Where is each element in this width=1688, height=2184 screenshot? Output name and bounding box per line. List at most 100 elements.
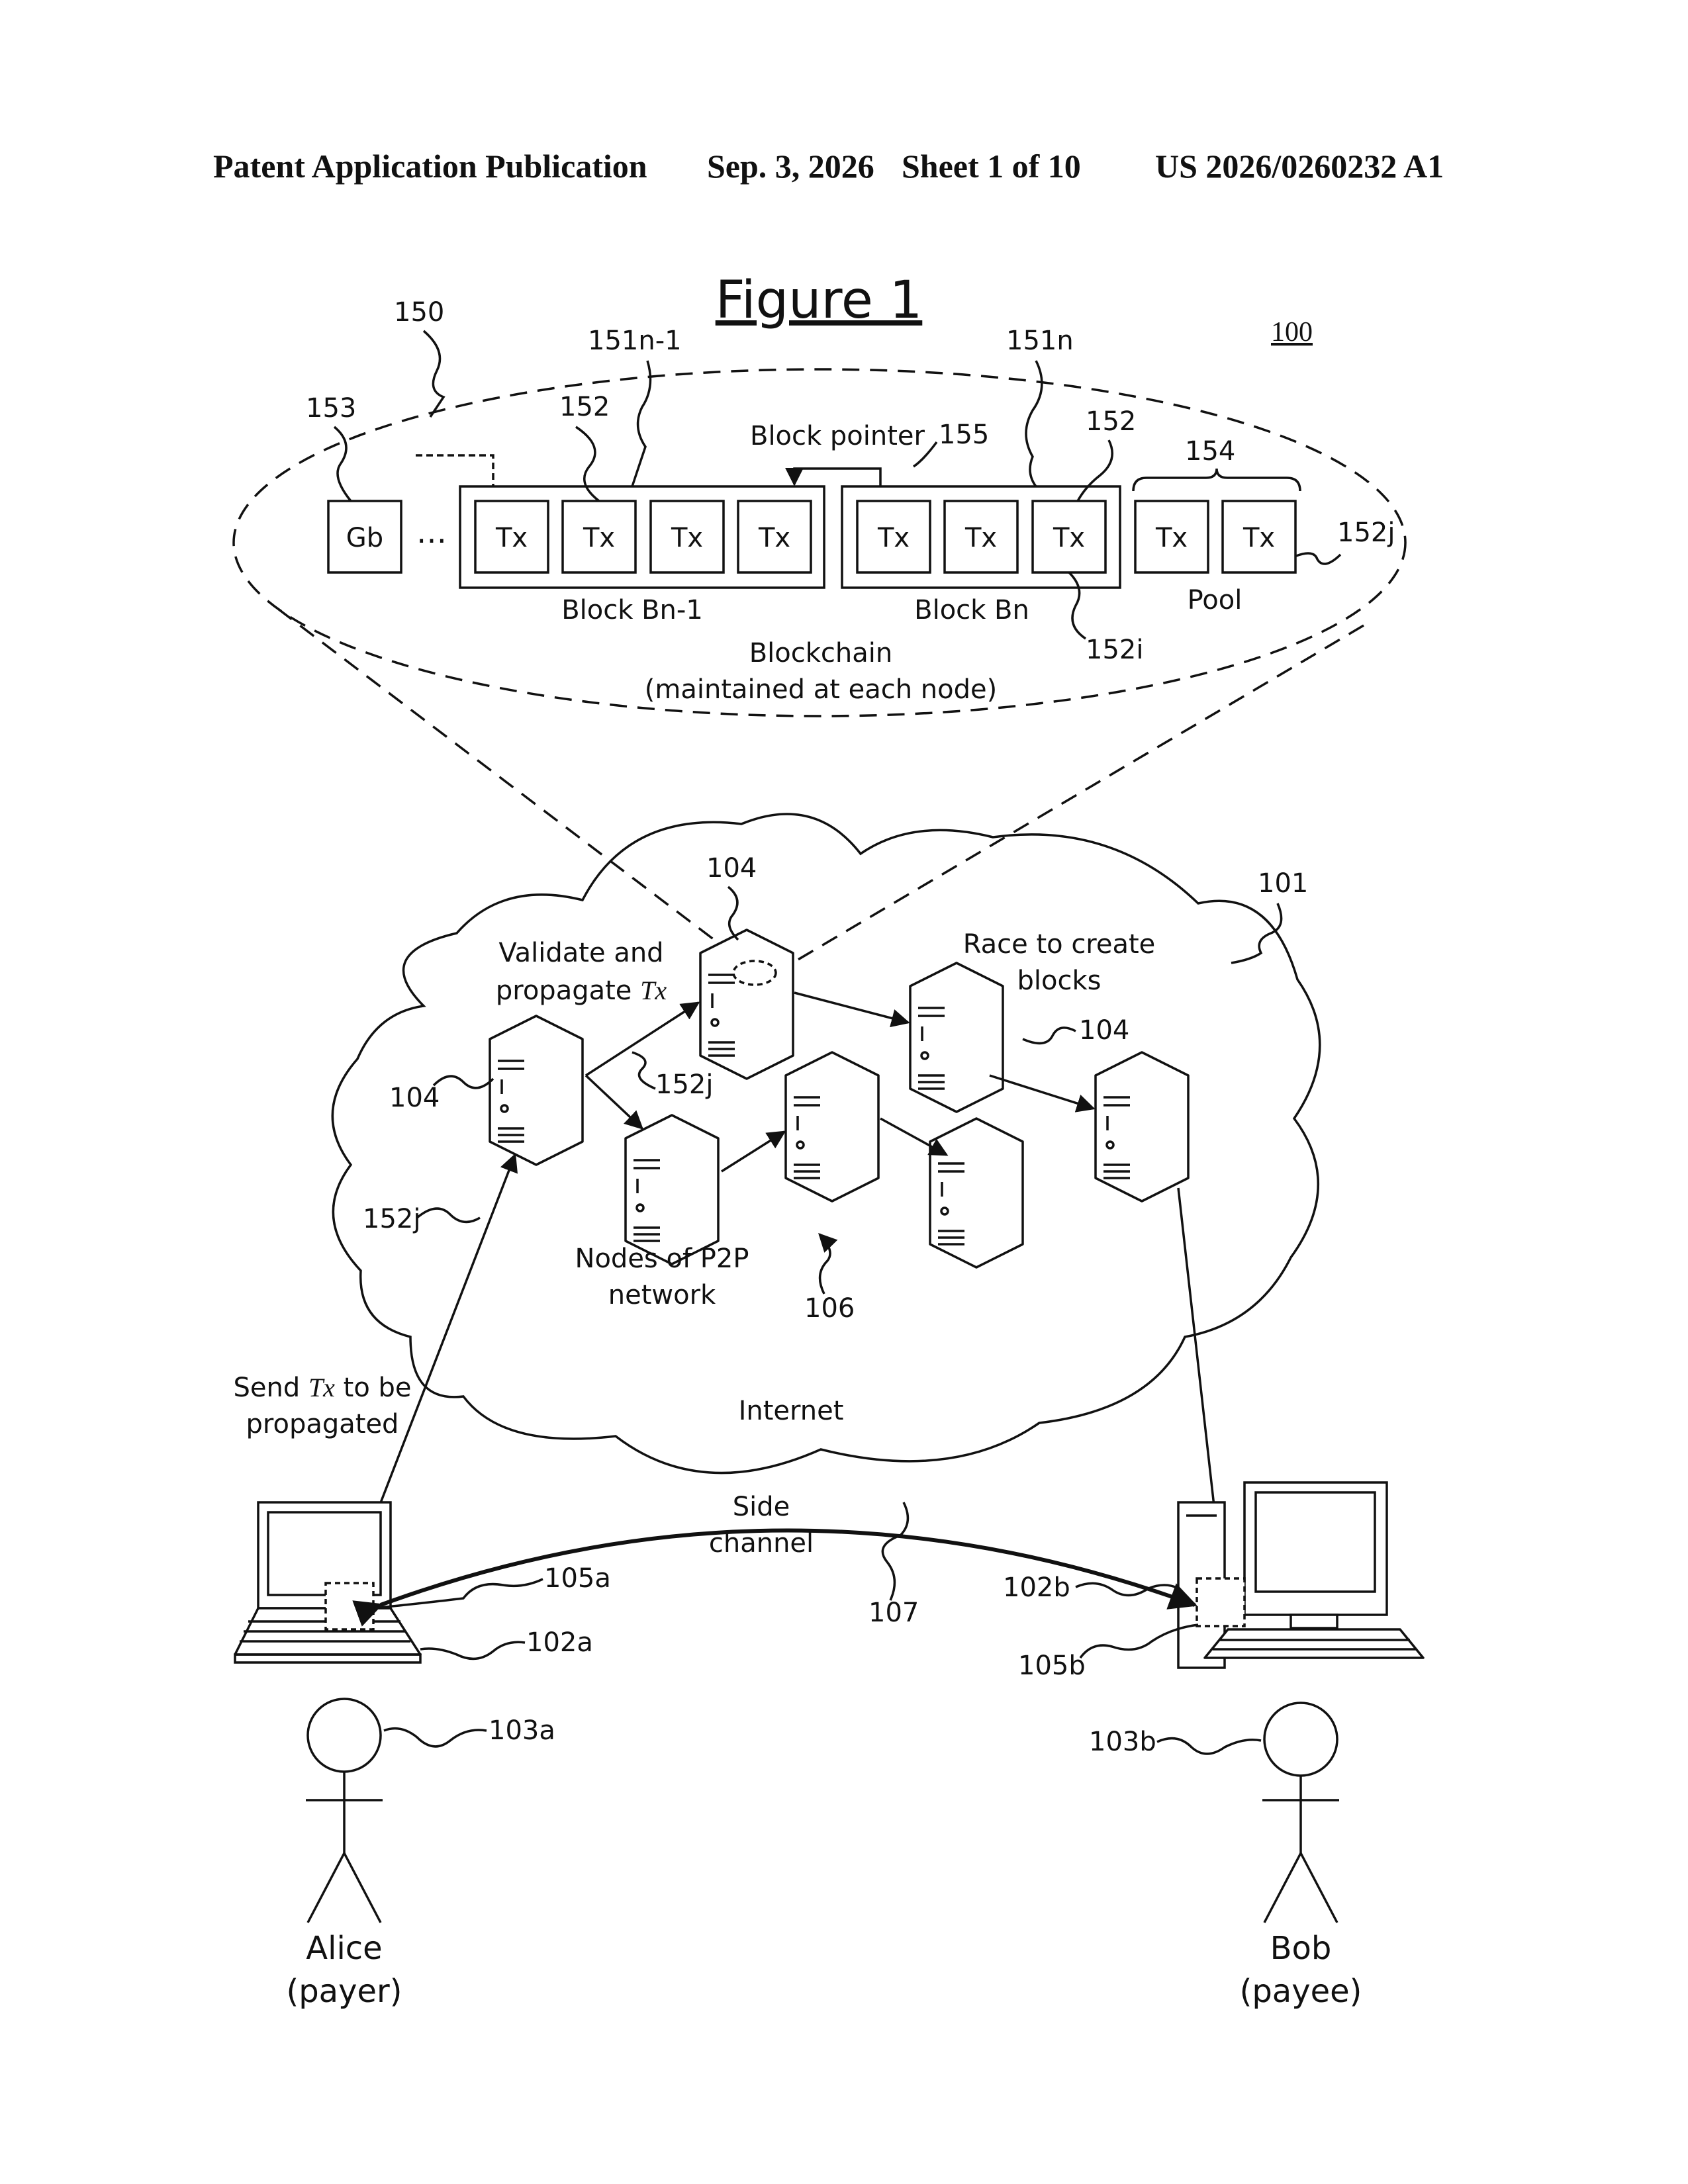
validate-label: Validate and	[498, 938, 663, 968]
leader-153	[334, 427, 351, 501]
ref-152-prev: 152	[559, 392, 610, 422]
pool-label: Pool	[1188, 585, 1243, 615]
ref-152j-left: 152j	[363, 1204, 420, 1234]
side-channel-label: Side	[733, 1492, 790, 1522]
desktop-keyboard	[1205, 1629, 1423, 1658]
leader-152j-pool	[1296, 553, 1340, 564]
race-label-line2: blocks	[1017, 966, 1102, 996]
ref-151n: 151n	[1006, 326, 1074, 356]
ref-105a: 105a	[544, 1563, 611, 1594]
ref-152i: 152i	[1086, 635, 1143, 665]
tx-label: Tx	[671, 523, 703, 553]
leader-106	[820, 1234, 830, 1294]
leader-103b	[1157, 1739, 1261, 1754]
ref-152-curr: 152	[1086, 406, 1136, 437]
side-channel-label-line2: channel	[709, 1528, 814, 1559]
desktop-monitor	[1244, 1482, 1387, 1615]
bob-head	[1264, 1703, 1337, 1776]
ref-104-left: 104	[389, 1083, 440, 1113]
bob-role: (payee)	[1240, 1973, 1362, 2010]
bob-app-box	[1197, 1578, 1244, 1626]
blockchain-caption: Blockchain	[749, 638, 893, 668]
tx-label: Tx	[583, 523, 615, 553]
ref-107: 107	[868, 1598, 919, 1628]
node-server	[930, 1118, 1023, 1267]
tx-label: Tx	[1155, 523, 1188, 553]
nodes-label: Nodes of P2P	[575, 1244, 749, 1274]
leader-103a	[384, 1729, 487, 1747]
leader-107	[882, 1502, 908, 1600]
send-label: Send Tx to be	[233, 1373, 411, 1403]
propagate-arrow	[586, 1003, 698, 1075]
bob-name: Bob	[1270, 1930, 1332, 1967]
chain-ellipsis: …	[416, 514, 447, 550]
ref-155: 155	[939, 420, 989, 450]
ref-102a: 102a	[526, 1627, 593, 1658]
blockchain-inset: Gb … Tx Tx Tx Tx Block Bn-1 Tx Tx Tx Blo…	[234, 297, 1405, 716]
figure-title: Figure 1	[716, 271, 923, 330]
ref-103a: 103a	[489, 1715, 555, 1746]
prev-pointer-line	[416, 455, 493, 486]
alice-role: (payer)	[286, 1973, 402, 2010]
internet-label: Internet	[739, 1396, 844, 1426]
tx-label: Tx	[495, 523, 528, 553]
alice-app-box	[326, 1583, 373, 1629]
leader-105a	[374, 1579, 543, 1608]
propagate-arrow	[990, 1075, 1094, 1109]
ref-104-top: 104	[706, 853, 757, 884]
page-header: Patent Application Publication Sep. 3, 2…	[213, 148, 1444, 185]
propagate-arrow	[880, 1118, 947, 1155]
ref-150: 150	[394, 297, 444, 328]
tx-label: Tx	[758, 523, 790, 553]
propagate-arrow	[586, 1075, 642, 1128]
blockchain-caption-sub: (maintained at each node)	[645, 674, 997, 705]
leader-104-left	[434, 1076, 493, 1088]
alice-figure	[306, 1699, 383, 1923]
publication-date: Sep. 3, 2026	[707, 148, 874, 185]
zoom-line-left	[278, 609, 745, 963]
tx-label: Tx	[1243, 523, 1275, 553]
publication-label: Patent Application Publication	[213, 148, 647, 185]
leader-104-right	[1023, 1028, 1076, 1044]
leader-152j-mid	[632, 1052, 655, 1089]
alice-head	[308, 1699, 381, 1772]
block-bn-1-label: Block Bn-1	[561, 595, 703, 625]
leader-150	[424, 331, 444, 417]
pool-brace	[1133, 469, 1300, 491]
bob-desktop	[1178, 1482, 1423, 1668]
sheet-number: Sheet 1 of 10	[902, 148, 1081, 185]
block-pointer-arrow	[794, 469, 880, 486]
leader-152j-left	[417, 1208, 480, 1222]
ref-152j-pool: 152j	[1337, 518, 1395, 548]
ref-154: 154	[1185, 436, 1235, 467]
send-label-line2: propagated	[246, 1409, 399, 1439]
node-server	[700, 930, 793, 1079]
ref-101: 101	[1258, 868, 1308, 899]
propagate-arrow	[794, 993, 908, 1023]
leader-104-top	[728, 887, 738, 940]
genesis-label: Gb	[346, 523, 383, 553]
leader-102a	[420, 1642, 525, 1659]
block-pointer-label: Block pointer	[750, 421, 925, 451]
nodes-label-line2: network	[608, 1280, 716, 1310]
race-label: Race to create	[963, 929, 1156, 960]
tx-label: Tx	[1053, 523, 1085, 553]
node-server	[626, 1115, 718, 1264]
node-server	[490, 1016, 583, 1165]
publication-number: US 2026/0260232 A1	[1155, 148, 1444, 185]
ref-106: 106	[804, 1293, 855, 1324]
node-server	[1096, 1052, 1188, 1201]
ref-153: 153	[306, 393, 356, 424]
ref-104-right: 104	[1079, 1015, 1129, 1046]
validate-label-line2: propagate Tx	[496, 976, 667, 1006]
ref-100: 100	[1271, 317, 1313, 347]
ref-105b: 105b	[1018, 1651, 1086, 1681]
propagate-arrow	[722, 1132, 784, 1171]
leader-151n-1	[632, 361, 651, 486]
alice-laptop	[235, 1502, 420, 1662]
ref-152j-mid: 152j	[655, 1069, 713, 1100]
alice-name: Alice	[306, 1930, 382, 1967]
ref-103b: 103b	[1089, 1727, 1156, 1757]
node-server	[910, 963, 1003, 1112]
ref-102b: 102b	[1003, 1572, 1070, 1603]
